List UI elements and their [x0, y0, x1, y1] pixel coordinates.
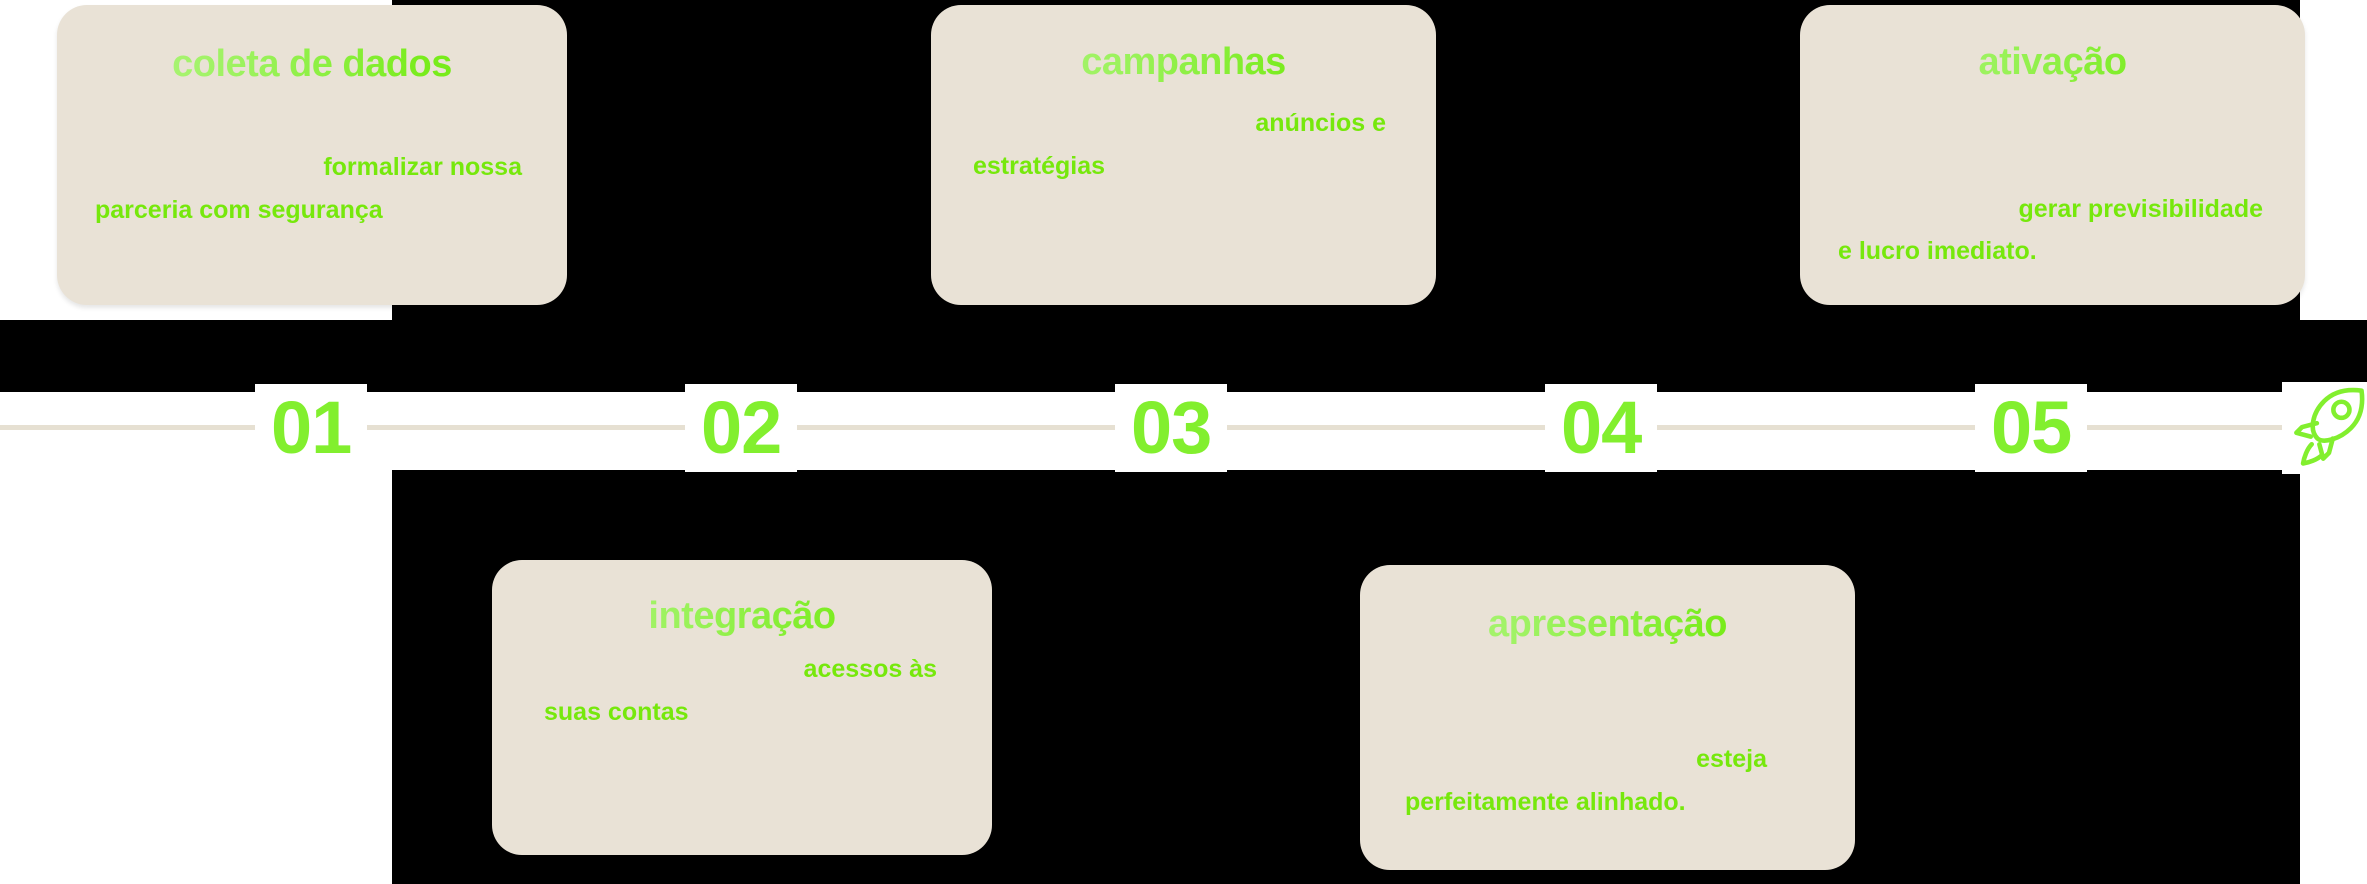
card-body-line: esteja [1696, 745, 1767, 773]
card-coleta-de-dados[interactable]: coleta de dados formalizar nossa parceri… [57, 5, 567, 305]
rocket-icon [2282, 382, 2367, 474]
card-integracao[interactable]: integração acessos às suas contas [492, 560, 992, 855]
white-panel-bottom-right [2300, 470, 2367, 884]
timeline-step-03[interactable]: 03 [1115, 384, 1228, 472]
white-panel-top-right [2300, 0, 2367, 320]
card-body-line: perfeitamente alinhado. [1405, 788, 1686, 816]
card-title: campanhas [931, 41, 1436, 84]
timeline-step-02[interactable]: 02 [685, 384, 798, 472]
card-title: ativação [1800, 41, 2305, 84]
card-body-line: formalizar nossa [323, 153, 522, 181]
white-panel-bottom-left [0, 470, 392, 884]
card-title: integração [492, 595, 992, 638]
timeline-step-01[interactable]: 01 [255, 384, 368, 472]
card-ativacao[interactable]: ativação gerar previsibilidade e lucro i… [1800, 5, 2305, 305]
card-body-line: e lucro imediato. [1838, 237, 2037, 265]
card-body-line: anúncios e [1255, 109, 1386, 137]
card-title: coleta de dados [57, 43, 567, 86]
card-body-line: acessos às [803, 655, 937, 683]
card-campanhas[interactable]: campanhas anúncios e estratégias [931, 5, 1436, 305]
card-body-line: gerar previsibilidade [2018, 195, 2263, 223]
card-body-line: parceria com segurança [95, 196, 383, 224]
timeline-step-04[interactable]: 04 [1545, 384, 1658, 472]
timeline-step-05[interactable]: 05 [1975, 384, 2088, 472]
card-body-line: suas contas [544, 698, 689, 726]
card-body-line: estratégias [973, 152, 1106, 180]
card-apresentacao[interactable]: apresentação esteja perfeitamente alinha… [1360, 565, 1855, 870]
card-title: apresentação [1360, 603, 1855, 646]
